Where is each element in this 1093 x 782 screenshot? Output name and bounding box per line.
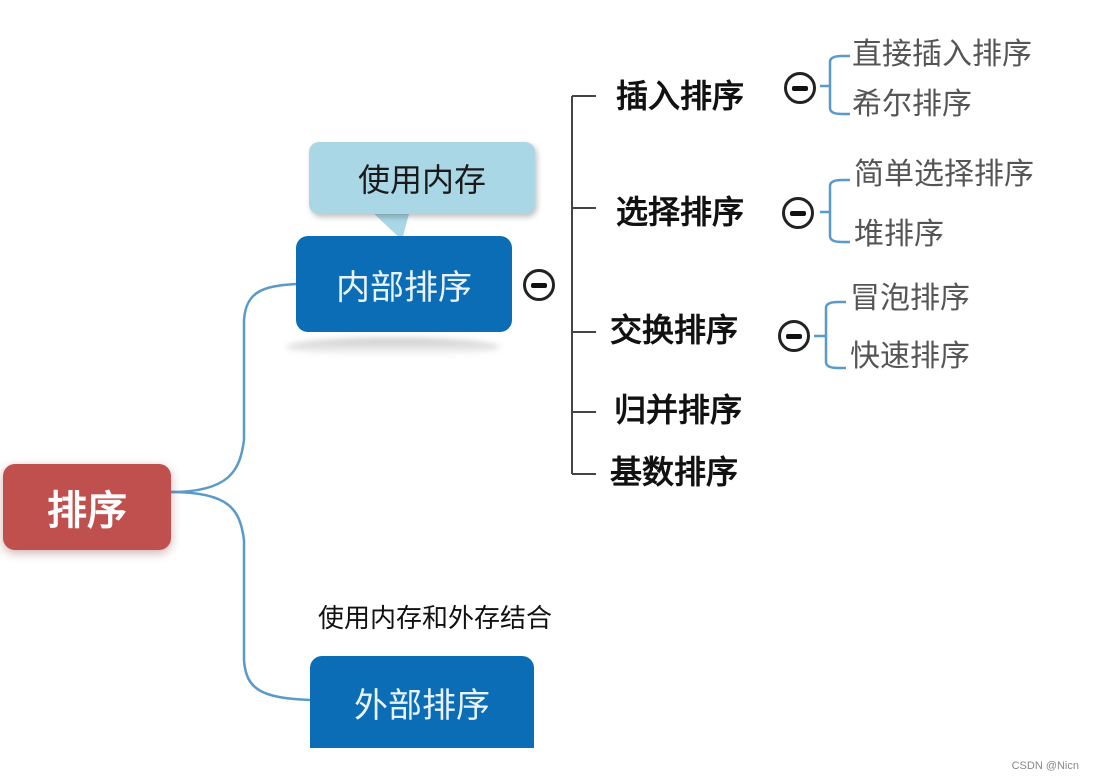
radix-sort-node[interactable]: 基数排序 — [610, 453, 739, 491]
internal-sort-node[interactable]: 内部排序 — [296, 236, 512, 332]
root-node[interactable]: 排序 — [3, 464, 171, 550]
heap-sort-leaf[interactable]: 堆排序 — [854, 217, 944, 252]
collapse-select-icon[interactable] — [782, 197, 814, 229]
collapse-insert-icon[interactable] — [784, 72, 816, 104]
connector-root-external — [170, 490, 311, 702]
merge-sort-node[interactable]: 归并排序 — [614, 391, 743, 429]
bracket-select — [820, 178, 850, 244]
collapse-internal-icon[interactable] — [523, 269, 555, 301]
node-shadow — [286, 338, 500, 356]
credit-watermark: CSDN @Nicn — [1011, 760, 1079, 772]
shell-sort-leaf[interactable]: 希尔排序 — [852, 87, 972, 122]
bracket-insert — [820, 54, 850, 116]
direct-insert-sort-leaf[interactable]: 直接插入排序 — [852, 37, 1032, 72]
exchange-sort-node[interactable]: 交换排序 — [610, 311, 739, 349]
bracket-exchange — [814, 300, 846, 370]
select-sort-node[interactable]: 选择排序 — [616, 193, 745, 231]
simple-select-sort-leaf[interactable]: 简单选择排序 — [854, 157, 1034, 192]
callout-internal: 使用内存 — [309, 142, 535, 214]
quick-sort-leaf[interactable]: 快速排序 — [850, 339, 970, 374]
collapse-exchange-icon[interactable] — [778, 320, 810, 352]
external-note: 使用内存和外存结合 — [318, 604, 553, 634]
external-sort-node[interactable]: 外部排序 — [310, 656, 534, 748]
insert-sort-node[interactable]: 插入排序 — [616, 77, 745, 115]
bubble-sort-leaf[interactable]: 冒泡排序 — [850, 281, 970, 316]
connector-root-internal — [170, 282, 297, 494]
